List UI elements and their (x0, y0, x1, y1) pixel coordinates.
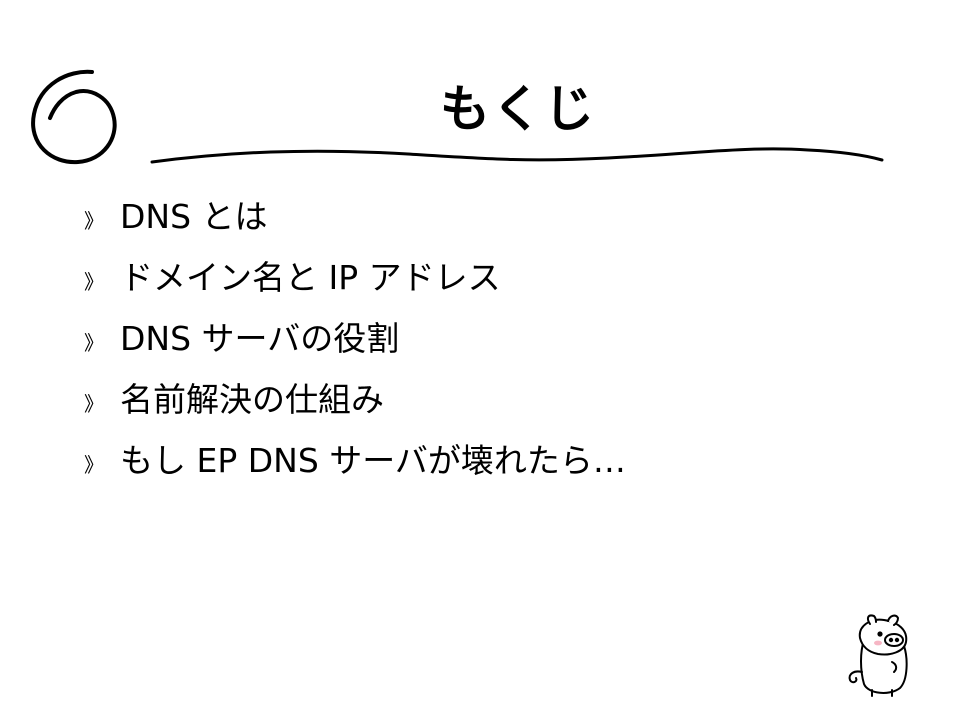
toc-item-text: 名前解決の仕組み (120, 379, 384, 419)
toc-item-1: 》 DNS とは (80, 186, 900, 247)
pig-mascot-icon (848, 614, 908, 697)
hand-drawn-circle-icon (31, 69, 117, 165)
toc-item-2: 》 ドメイン名と IP アドレス (80, 247, 900, 308)
bullet-marker: 》 (84, 391, 104, 416)
toc-item-4: 》 名前解決の仕組み (80, 369, 900, 430)
toc-item-3: 》 DNS サーバの役割 (80, 308, 900, 369)
toc-item-text: もし EP DNS サーバが壊れたら… (120, 440, 626, 480)
toc-item-text: DNS とは (120, 196, 268, 236)
bullet-marker: 》 (84, 330, 104, 355)
toc-item-text: ドメイン名と IP アドレス (120, 257, 501, 297)
toc-item-text: DNS サーバの役割 (120, 318, 400, 358)
toc-item-5: 》 もし EP DNS サーバが壊れたら… (80, 430, 900, 491)
slide-title: もくじ (440, 80, 596, 138)
bullet-marker: 》 (84, 269, 104, 294)
bullet-marker: 》 (84, 208, 104, 233)
bullet-marker: 》 (84, 452, 104, 477)
title-underline (150, 147, 884, 164)
toc-list: 》 DNS とは 》 ドメイン名と IP アドレス 》 DNS サーバの役割 》… (80, 186, 900, 491)
